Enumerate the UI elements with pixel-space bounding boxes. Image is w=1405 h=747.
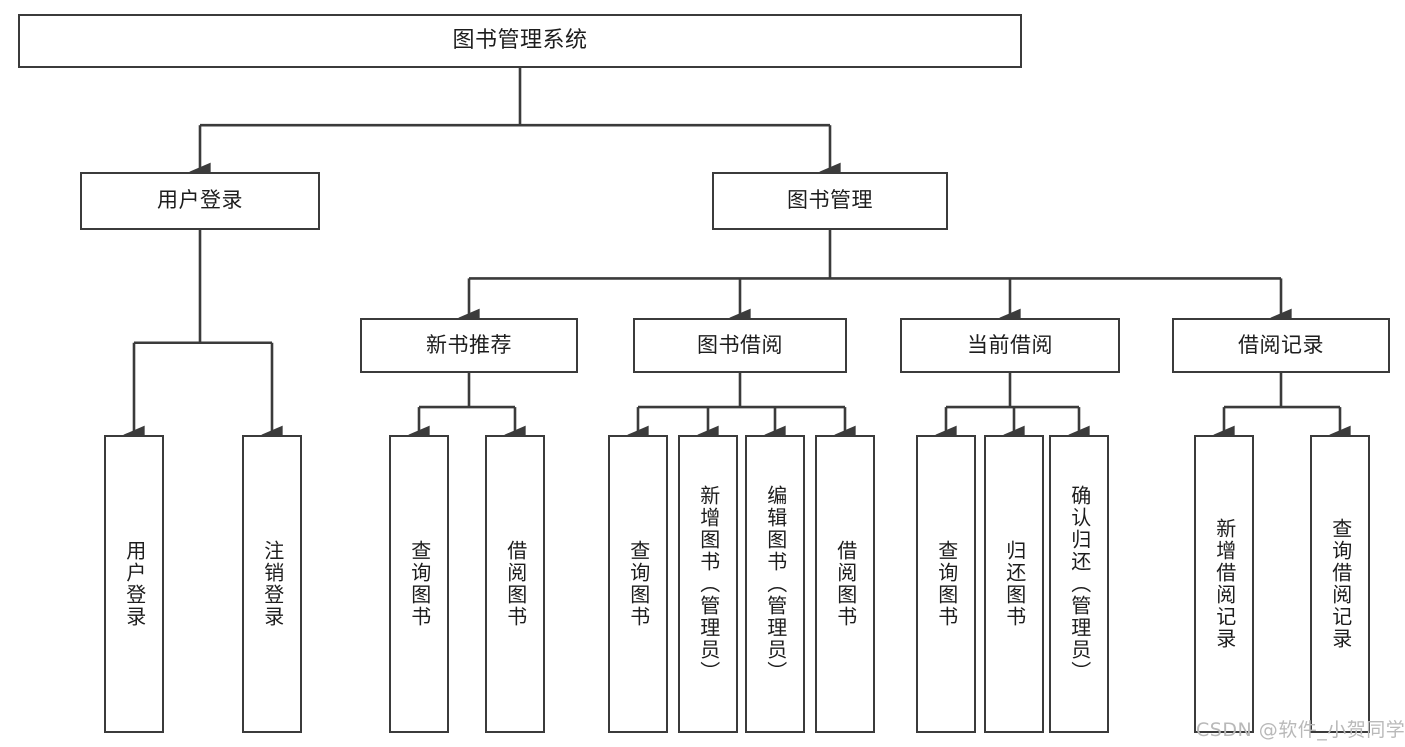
node-label: 查询图书 xyxy=(407,540,432,628)
node-new-book-rec[interactable]: 新书推荐 xyxy=(360,318,578,373)
node-leaf-record-add[interactable]: 新增借阅记录 xyxy=(1194,435,1254,733)
node-leaf-borrow-lend[interactable]: 借阅图书 xyxy=(815,435,875,733)
watermark: CSDN @软件_小贺同学 xyxy=(1196,719,1405,741)
node-label: 确认归还（管理员） xyxy=(1067,485,1092,683)
node-label: 借阅记录 xyxy=(1238,332,1324,357)
node-label: 查询图书 xyxy=(934,540,959,628)
node-leaf-rec-borrow[interactable]: 借阅图书 xyxy=(485,435,545,733)
node-book-manage[interactable]: 图书管理 xyxy=(712,172,948,230)
node-root[interactable]: 图书管理系统 xyxy=(18,14,1022,68)
node-label: 图书管理 xyxy=(787,188,873,213)
node-current-borrow[interactable]: 当前借阅 xyxy=(900,318,1120,373)
node-label: 新增图书（管理员） xyxy=(696,485,721,683)
node-label: 查询图书 xyxy=(626,540,651,628)
node-book-borrow[interactable]: 图书借阅 xyxy=(633,318,847,373)
node-label: 图书借阅 xyxy=(697,332,783,357)
node-label: 归还图书 xyxy=(1002,540,1027,628)
node-leaf-cur-return[interactable]: 归还图书 xyxy=(984,435,1044,733)
node-label: 编辑图书（管理员） xyxy=(763,485,788,683)
node-label: 借阅图书 xyxy=(833,540,858,628)
node-leaf-cur-confirm[interactable]: 确认归还（管理员） xyxy=(1049,435,1109,733)
node-label: 注销登录 xyxy=(260,540,285,628)
node-label: 借阅图书 xyxy=(503,540,528,628)
node-user-login[interactable]: 用户登录 xyxy=(80,172,320,230)
node-label: 当前借阅 xyxy=(967,332,1053,357)
node-leaf-record-query[interactable]: 查询借阅记录 xyxy=(1310,435,1370,733)
node-leaf-cur-query[interactable]: 查询图书 xyxy=(916,435,976,733)
node-label: 新书推荐 xyxy=(426,332,512,357)
node-label: 新增借阅记录 xyxy=(1212,518,1237,650)
node-label: 查询借阅记录 xyxy=(1328,518,1353,650)
node-leaf-borrow-edit[interactable]: 编辑图书（管理员） xyxy=(745,435,805,733)
node-label: 用户登录 xyxy=(157,188,243,213)
node-borrow-record[interactable]: 借阅记录 xyxy=(1172,318,1390,373)
node-leaf-user-logout[interactable]: 注销登录 xyxy=(242,435,302,733)
node-leaf-rec-query[interactable]: 查询图书 xyxy=(389,435,449,733)
node-label: 用户登录 xyxy=(122,540,147,628)
node-leaf-borrow-add[interactable]: 新增图书（管理员） xyxy=(678,435,738,733)
node-leaf-borrow-query[interactable]: 查询图书 xyxy=(608,435,668,733)
node-leaf-user-login[interactable]: 用户登录 xyxy=(104,435,164,733)
node-label: 图书管理系统 xyxy=(452,27,588,53)
